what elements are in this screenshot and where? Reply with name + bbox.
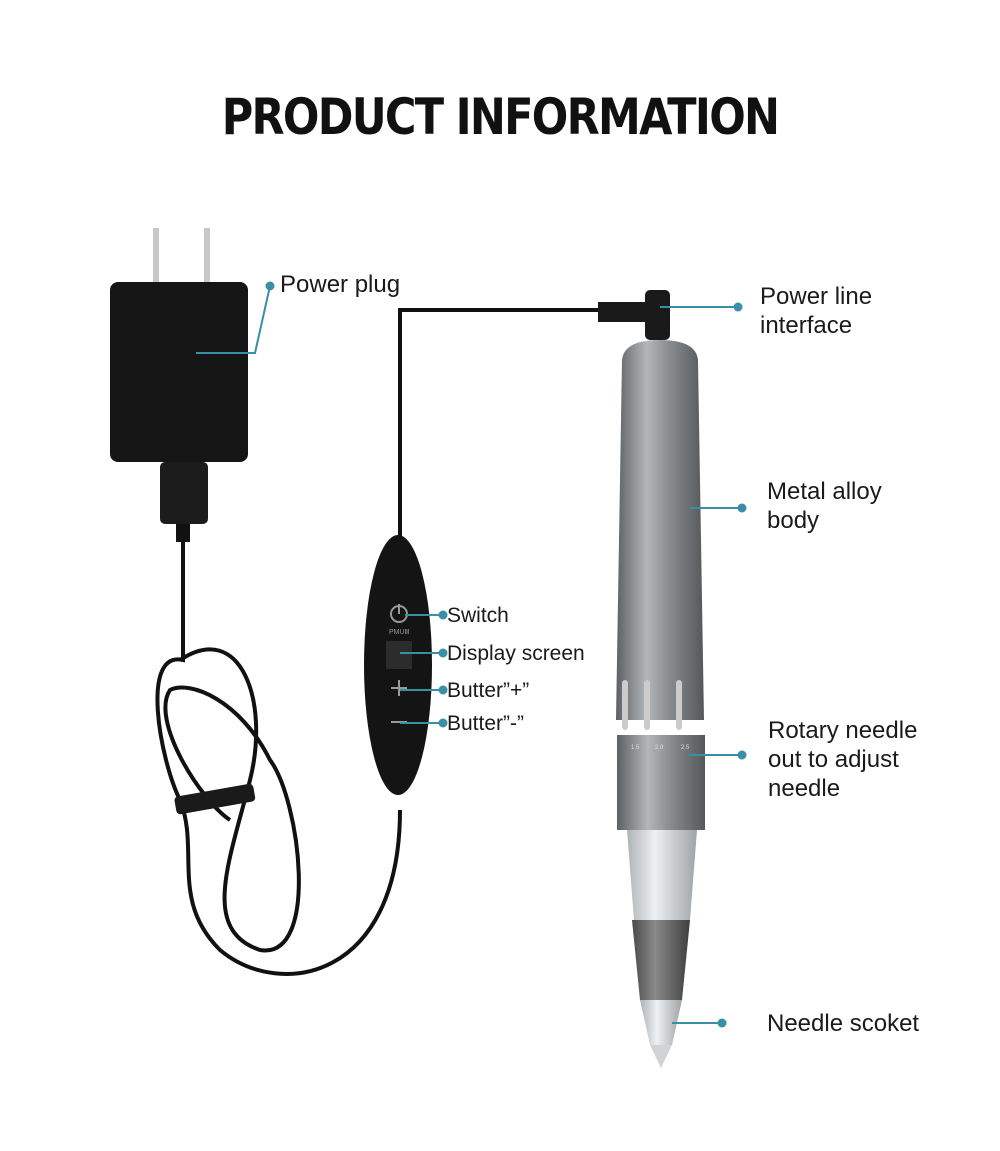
label-line: Rotary needle xyxy=(768,717,918,744)
inline-controller: PMUⅢ xyxy=(364,535,432,795)
cable xyxy=(155,308,600,976)
label-line: body xyxy=(767,507,820,534)
pen-body xyxy=(616,340,704,720)
label-minus-button: Butter”-” xyxy=(447,712,525,735)
label-line: Metal alloy xyxy=(767,478,882,505)
usb-connector xyxy=(160,462,208,524)
cable-strain-relief xyxy=(176,524,190,542)
adapter-body xyxy=(110,282,248,462)
grip-slot xyxy=(622,680,628,730)
grip-slot xyxy=(644,680,650,730)
cable-tie xyxy=(174,783,256,815)
power-line-interface xyxy=(645,290,670,340)
label-display-screen: Display screen xyxy=(447,642,585,665)
cartridge-clear xyxy=(627,830,697,920)
grip-slot xyxy=(676,680,682,730)
label-line: Power line xyxy=(760,283,873,310)
plus-icon xyxy=(391,680,407,696)
cable-segment xyxy=(155,540,402,976)
rotary-ring xyxy=(617,735,705,830)
label-power-plug: Power plug xyxy=(280,271,401,298)
leader-lines xyxy=(196,281,747,1028)
label-line: interface xyxy=(760,312,853,339)
needle-tip xyxy=(650,1045,672,1068)
cable-segment xyxy=(398,308,600,540)
cable-coil xyxy=(163,647,301,953)
brand-mark: PMUⅢ xyxy=(389,629,410,636)
label-line: out to adjust xyxy=(768,746,899,773)
label-line: needle xyxy=(768,775,841,802)
label-plus-button: Butter”+” xyxy=(447,679,530,702)
plug-prong xyxy=(204,228,210,282)
label-needle-socket: Needle scoket xyxy=(767,1010,920,1037)
scale-mark: 2.5 xyxy=(681,745,690,751)
power-line-plug xyxy=(598,302,648,322)
power-adapter xyxy=(110,228,248,542)
needle-socket xyxy=(640,1000,682,1045)
plug-prong xyxy=(153,228,159,282)
label-switch: Switch xyxy=(447,604,509,627)
page-title: PRODUCT INFORMATION xyxy=(221,88,780,146)
scale-mark: 2.0 xyxy=(655,745,664,751)
display-screen xyxy=(386,641,412,669)
cartridge-grip xyxy=(632,920,690,1000)
pen: 1.5 2.0 2.5 xyxy=(598,290,705,1068)
scale-mark: 1.5 xyxy=(631,745,640,751)
